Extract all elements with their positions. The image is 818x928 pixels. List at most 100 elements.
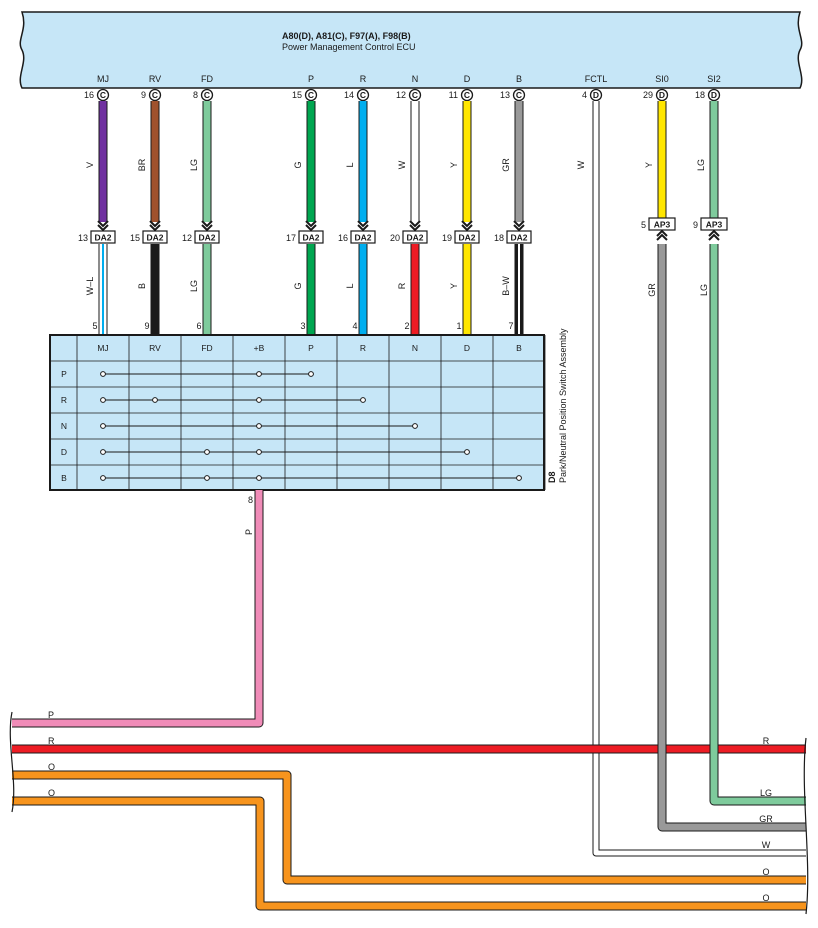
da2-pin-number: 19 — [442, 233, 452, 243]
da2-box — [298, 230, 324, 244]
switch-connection-node — [100, 449, 106, 455]
lower-wire-code: R — [397, 282, 407, 289]
chevron-up-icon — [708, 233, 720, 241]
ecu-pin-circle — [96, 88, 110, 102]
upper-wire-code: GR — [501, 158, 511, 172]
fctl-wire-fill — [593, 101, 806, 856]
ecu-signal-label: MJ — [97, 74, 109, 84]
switch-column-header: B — [516, 343, 522, 353]
ecu-pin-number: 14 — [344, 90, 354, 100]
switch-connection-node — [100, 423, 106, 429]
switch-connection-node — [256, 397, 262, 403]
switch-connection-node — [204, 475, 210, 481]
ecu-pin-number: 12 — [396, 90, 406, 100]
bus-label-right: GR — [759, 814, 773, 824]
ecu-pin-number: 9 — [141, 90, 146, 100]
ecu-signal-label: RV — [149, 74, 161, 84]
switch-pin-number: 1 — [456, 321, 461, 331]
ecu-connector-letter: D — [711, 90, 717, 100]
ecu-signal-label: R — [360, 74, 367, 84]
lower-wire-code: G — [293, 282, 303, 289]
ecu-connector-letter: C — [308, 90, 314, 100]
switch-row-label: N — [61, 421, 67, 431]
ecu-pin-number: 13 — [500, 90, 510, 100]
da2-label: DA2 — [510, 233, 527, 243]
switch-column-header: R — [360, 343, 366, 353]
switch-pin-number: 3 — [300, 321, 305, 331]
switch-connection-node — [100, 397, 106, 403]
lg-bus-wire-fill — [710, 244, 806, 805]
o-bus-wire-2 — [12, 796, 806, 911]
switch-column-header: +B — [254, 343, 265, 353]
ecu-pin-circle — [356, 88, 370, 102]
ecu-connector-letter: C — [412, 90, 418, 100]
chevron-up-icon — [656, 233, 668, 241]
ecu-pin-number: 29 — [643, 90, 653, 100]
ap3-label: AP3 — [706, 220, 723, 230]
bus-label-left: O — [48, 788, 55, 798]
chevron-down-icon — [513, 224, 525, 232]
switch-column-header: RV — [149, 343, 161, 353]
da2-box — [194, 230, 220, 244]
fctl-wire-code: W — [576, 160, 586, 169]
da2-box — [90, 230, 116, 244]
chevron-down-icon — [149, 220, 161, 228]
fctl-wire-outline — [592, 101, 806, 857]
lower-wire-code: Y — [449, 283, 459, 289]
chevron-up-icon — [656, 229, 668, 237]
bus-label-right: O — [762, 893, 769, 903]
switch-row-label: R — [61, 395, 67, 405]
o-bus-wire-1-fill — [12, 771, 806, 884]
lg-bus-wire — [709, 244, 806, 806]
switch-connection-node — [256, 449, 262, 455]
switch-connection-node — [308, 371, 314, 377]
switch-box — [49, 334, 545, 491]
da2-label: DA2 — [406, 233, 423, 243]
switch-column-header: FD — [201, 343, 212, 353]
da2-box — [350, 230, 376, 244]
ecu-signal-label: SI0 — [655, 74, 669, 84]
chevron-down-icon — [461, 224, 473, 232]
chevron-down-icon — [97, 220, 109, 228]
upper-wire-code: Y — [449, 162, 459, 168]
lower-wire-code: B — [137, 283, 147, 289]
switch-column-header: D — [464, 343, 470, 353]
chevron-down-icon — [201, 224, 213, 232]
ecu-connector-letter: D — [593, 90, 599, 100]
switch-column-header: N — [412, 343, 418, 353]
switch-name: Park/Neutral Position Switch Assembly — [558, 328, 568, 483]
ecu-connector-letter: C — [360, 90, 366, 100]
ecu-block: A80(D), A81(C), F97(A), F98(B) Power Man… — [19, 11, 803, 89]
ecu-pin-number: 18 — [695, 90, 705, 100]
switch-row-label: B — [61, 473, 67, 483]
switch-pin-number: 5 — [92, 321, 97, 331]
switch-connection-node — [256, 371, 262, 377]
switch-pin-number: 9 — [144, 321, 149, 331]
da2-pin-number: 13 — [78, 233, 88, 243]
switch-connection-node — [256, 423, 262, 429]
switch-row-label: D — [61, 447, 67, 457]
ecu-pin-number: 4 — [582, 90, 587, 100]
bus-label-right: R — [763, 736, 770, 746]
da2-pin-number: 20 — [390, 233, 400, 243]
switch-column-header: MJ — [97, 343, 108, 353]
ecu-signal-label: FD — [201, 74, 213, 84]
switch-connection-node — [464, 449, 470, 455]
ecu-box — [19, 11, 803, 89]
chevron-down-icon — [357, 224, 369, 232]
chevron-down-icon — [97, 224, 109, 232]
upper-wire-code: LG — [189, 159, 199, 171]
lower-wire-code: W–L — [85, 277, 95, 296]
chevron-down-icon — [305, 224, 317, 232]
da2-label: DA2 — [302, 233, 319, 243]
ecu-connector-letter: D — [659, 90, 665, 100]
ap3-pin-number: 5 — [641, 220, 646, 230]
